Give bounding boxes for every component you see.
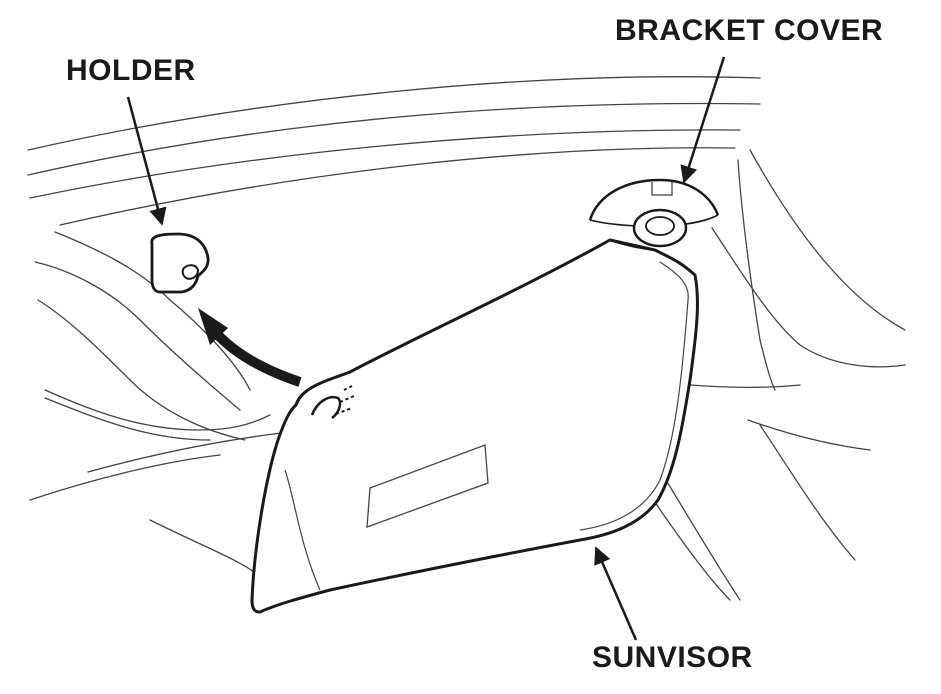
sunvisor-hook-end — [310, 385, 355, 419]
holder-label: HOLDER — [66, 54, 196, 87]
interior-contour-lines — [27, 76, 906, 601]
sunvisor-leader-line — [594, 546, 638, 641]
holder-leader-line — [126, 96, 167, 226]
sunvisor-label: SUNVISOR — [592, 641, 753, 674]
bracket-cover-label: BRACKET COVER — [615, 14, 884, 47]
vanity-mirror-panel — [366, 444, 489, 528]
bracket-cover — [588, 178, 720, 248]
holder — [150, 232, 210, 294]
removal-direction-arrow — [198, 308, 302, 387]
sunvisor — [250, 238, 699, 614]
bracket-cover-leader-line — [680, 56, 726, 184]
